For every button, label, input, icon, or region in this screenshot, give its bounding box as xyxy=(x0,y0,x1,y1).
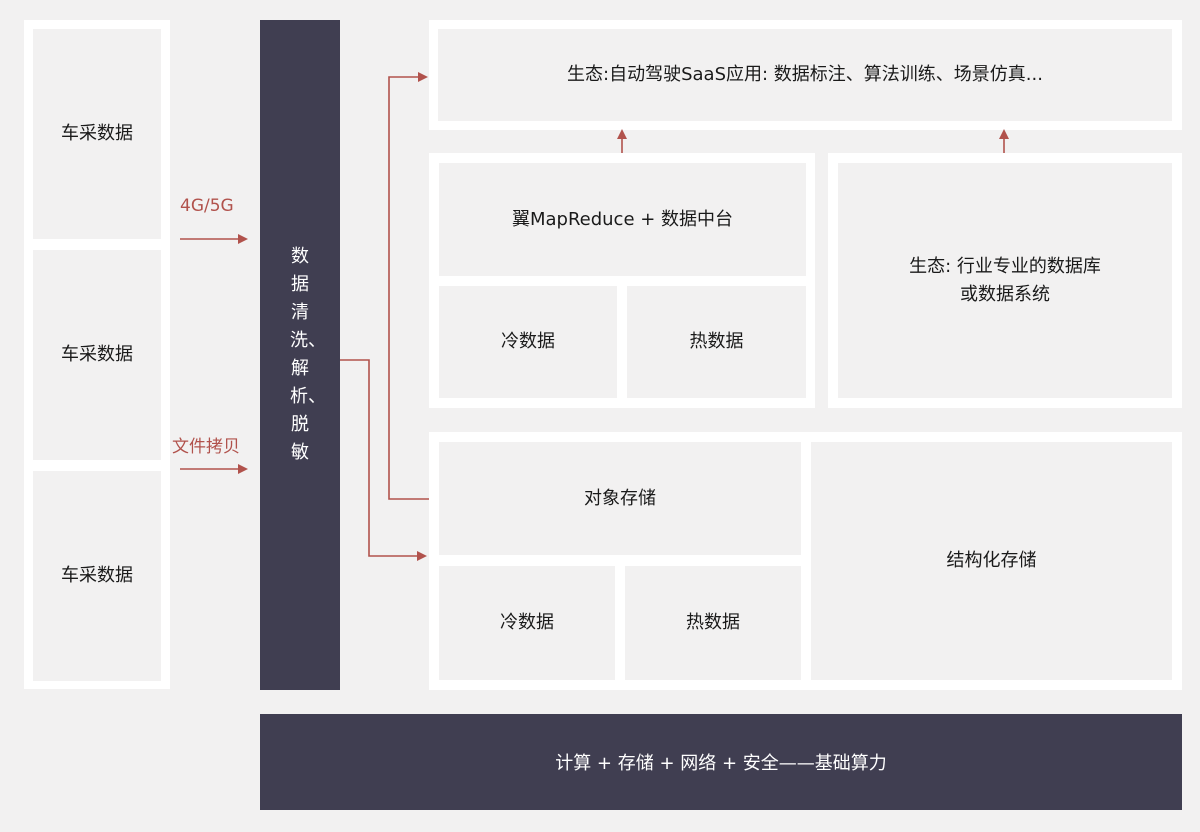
ecosystem-db-line2: 或数据系统 xyxy=(959,283,1050,305)
storage-cold-data: 冷数据 xyxy=(439,566,615,680)
cold-data-label: 冷数据 xyxy=(500,612,554,633)
arrow-to-ecosystem-head xyxy=(418,72,428,82)
mapreduce-hot-data: 热数据 xyxy=(627,286,806,398)
object-storage-label: 对象存储 xyxy=(584,487,656,509)
cold-data-label: 冷数据 xyxy=(501,331,555,352)
mapreduce-cold-data: 冷数据 xyxy=(439,286,617,398)
source-vehicle-data-1: 车采数据 xyxy=(33,29,161,239)
hot-data-label: 热数据 xyxy=(689,331,744,352)
source-label: 车采数据 xyxy=(61,123,133,144)
ecosystem-industry-db: 生态: 行业专业的数据库 或数据系统 xyxy=(838,163,1172,398)
object-storage: 对象存储 xyxy=(439,442,801,555)
hot-data-label: 热数据 xyxy=(686,612,740,633)
transfer-label-file-copy: 文件拷贝 xyxy=(172,437,240,457)
source-label: 车采数据 xyxy=(61,565,133,586)
processing-label: 数据清洗、解析、脱敏 xyxy=(290,246,326,463)
arrow-ecosystem-up-head xyxy=(999,129,1009,139)
ecosystem-db-line1: 生态: 行业专业的数据库 xyxy=(909,255,1101,277)
foundation-bar: 计算 + 存储 + 网络 + 安全——基础算力 xyxy=(260,714,1182,810)
arrow-network-head xyxy=(238,234,248,244)
structured-storage-label: 结构化存储 xyxy=(946,550,1037,571)
foundation-label: 计算 + 存储 + 网络 + 安全——基础算力 xyxy=(555,753,887,774)
source-label: 车采数据 xyxy=(61,344,133,365)
arrow-to-storage-line xyxy=(340,359,418,557)
processing-bar: 数据清洗、解析、脱敏 xyxy=(260,20,340,690)
transfer-label-network: 4G/5G xyxy=(180,196,234,216)
structured-storage: 结构化存储 xyxy=(811,442,1172,680)
ecosystem-saas-apps: 生态:自动驾驶SaaS应用: 数据标注、算法训练、场景仿真... xyxy=(438,29,1172,121)
arrow-mapreduce-up-head xyxy=(617,129,627,139)
arrow-file-copy-head xyxy=(238,464,248,474)
mapreduce-label: 翼MapReduce + 数据中台 xyxy=(511,208,734,230)
arrow-to-ecosystem-line xyxy=(388,76,429,500)
ecosystem-saas-label: 生态:自动驾驶SaaS应用: 数据标注、算法训练、场景仿真... xyxy=(567,64,1043,85)
mapreduce-platform: 翼MapReduce + 数据中台 xyxy=(439,163,806,276)
source-vehicle-data-3: 车采数据 xyxy=(33,471,161,681)
arrow-to-storage-head xyxy=(417,551,427,561)
storage-hot-data: 热数据 xyxy=(625,566,801,680)
source-vehicle-data-2: 车采数据 xyxy=(33,250,161,460)
